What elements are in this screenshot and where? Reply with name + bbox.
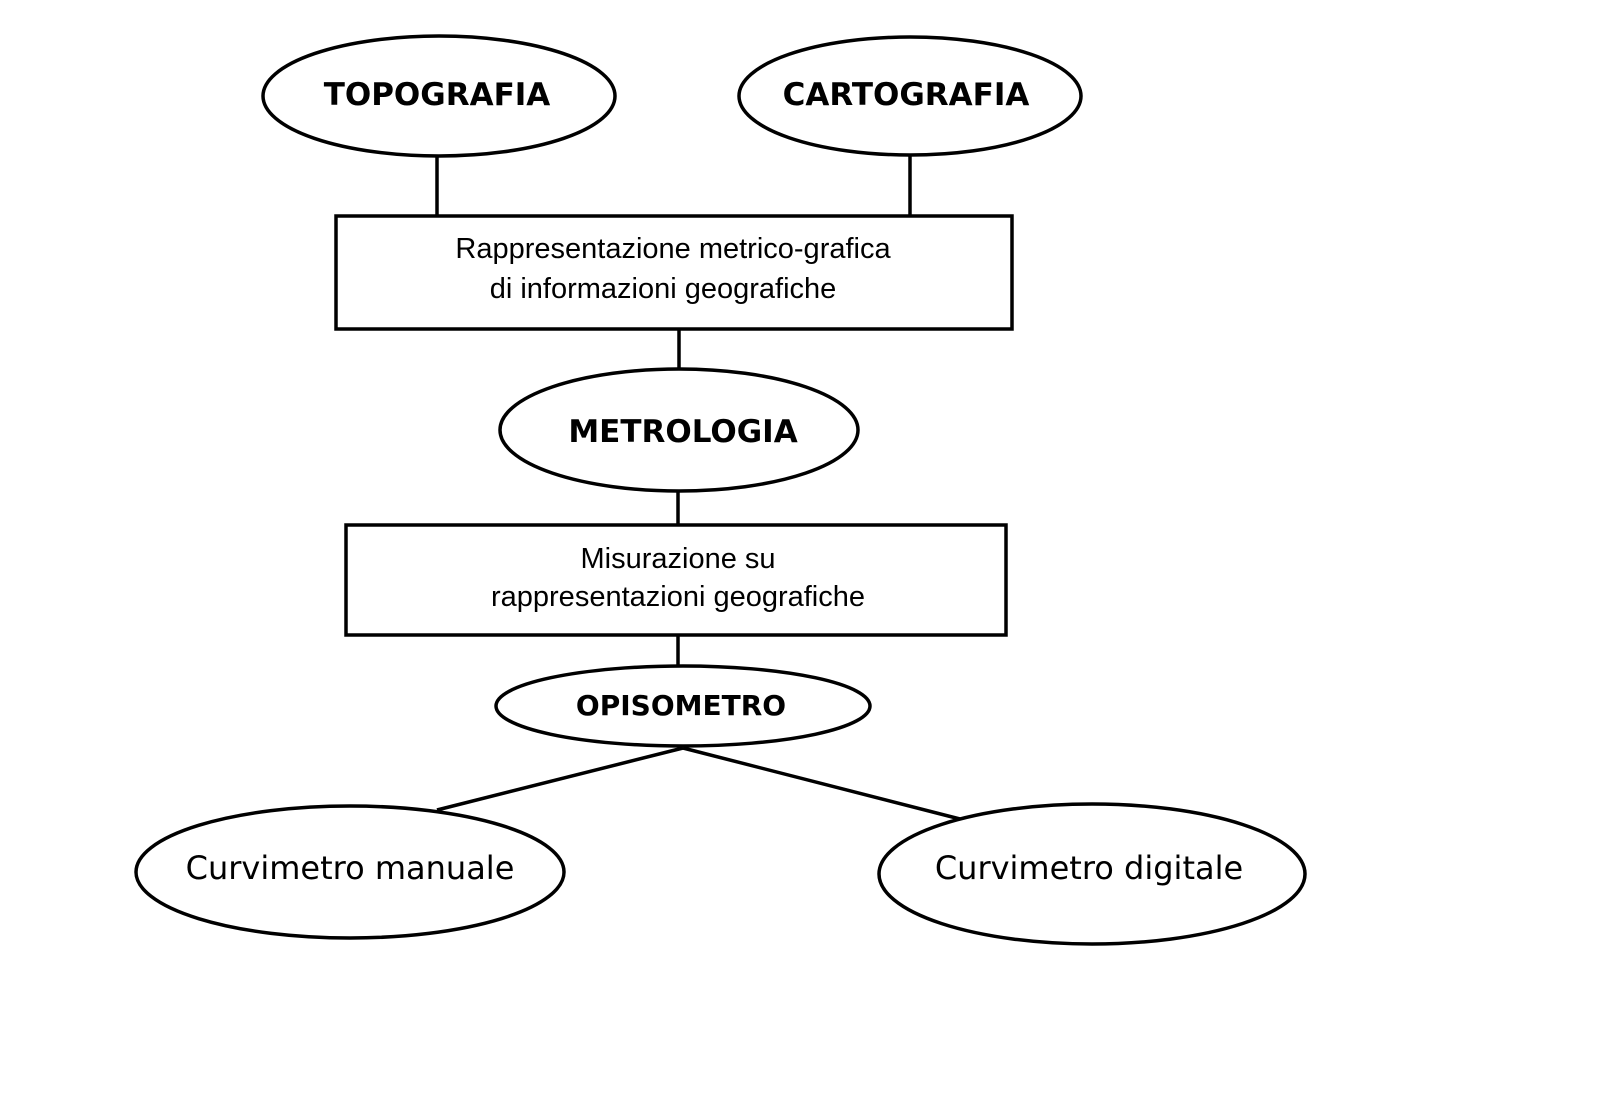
curvimetro-manuale-label: Curvimetro manuale [186,849,515,887]
node-curvimetro-manuale: Curvimetro manuale [134,804,566,940]
node-topografia: TOPOGRAFIA [261,34,617,158]
edge-opisometro-curvimetro-manuale [436,746,684,812]
cartografia-ellipse [737,35,1083,157]
edge-opisometro-curvimetro-digitale [682,746,961,821]
opisometro-ellipse [494,664,872,748]
opisometro-label: OPISOMETRO [576,689,786,722]
rappresentazione-box [334,214,1014,331]
topografia-ellipse [261,34,617,158]
node-misurazione: Misurazione su rappresentazioni geografi… [344,523,1008,637]
metrologia-ellipse [498,367,860,493]
rappresentazione-line2: di informazioni geografiche [490,273,837,305]
curvimetro-manuale-ellipse [134,804,566,940]
curvimetro-digitale-ellipse [877,802,1307,946]
node-cartografia: CARTOGRAFIA [737,35,1083,157]
topografia-label: TOPOGRAFIA [324,77,551,113]
node-curvimetro-digitale: Curvimetro digitale [877,802,1307,946]
node-rappresentazione: Rappresentazione metrico-grafica di info… [334,214,1014,331]
curvimetro-digitale-label: Curvimetro digitale [935,849,1243,887]
misurazione-line1: Misurazione su [580,543,775,575]
misurazione-box [344,523,1008,637]
node-opisometro: OPISOMETRO [494,664,872,748]
metrologia-label: METROLOGIA [568,414,797,450]
misurazione-line2: rappresentazioni geografiche [491,581,865,613]
node-metrologia: METROLOGIA [498,367,860,493]
cartografia-label: CARTOGRAFIA [783,77,1030,113]
rappresentazione-line1: Rappresentazione metrico-grafica [455,233,891,265]
